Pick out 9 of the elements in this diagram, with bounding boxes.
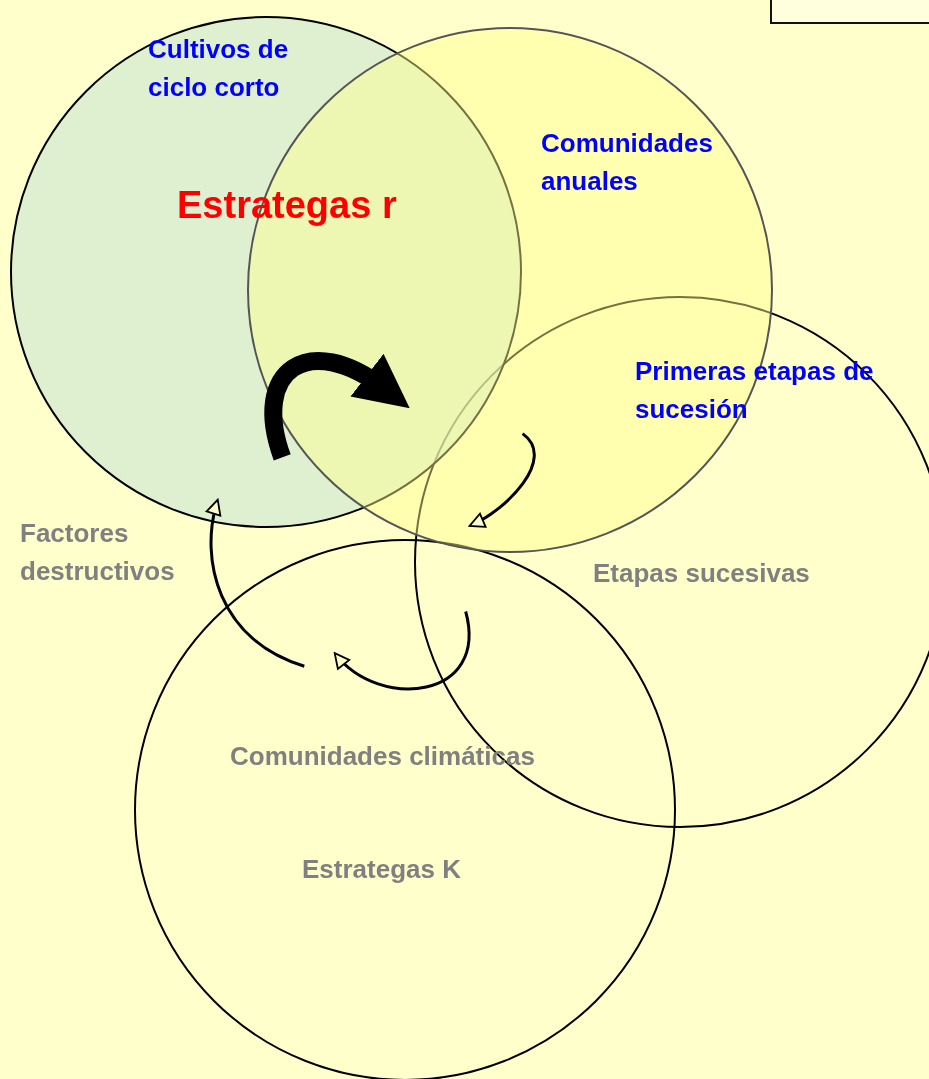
curved-arrow xyxy=(264,352,411,460)
circle-label: Comunidades anuales xyxy=(541,127,714,198)
side-label: Factores destructivos xyxy=(20,517,176,588)
circle-label: Cultivos de ciclo corto xyxy=(148,33,290,104)
curved-arrow xyxy=(333,611,471,691)
circle-label: Etapas sucesivas xyxy=(593,557,811,590)
circle-label: Estrategas K xyxy=(302,853,462,886)
curved-arrow xyxy=(468,432,536,527)
curved-arrow xyxy=(206,498,305,668)
